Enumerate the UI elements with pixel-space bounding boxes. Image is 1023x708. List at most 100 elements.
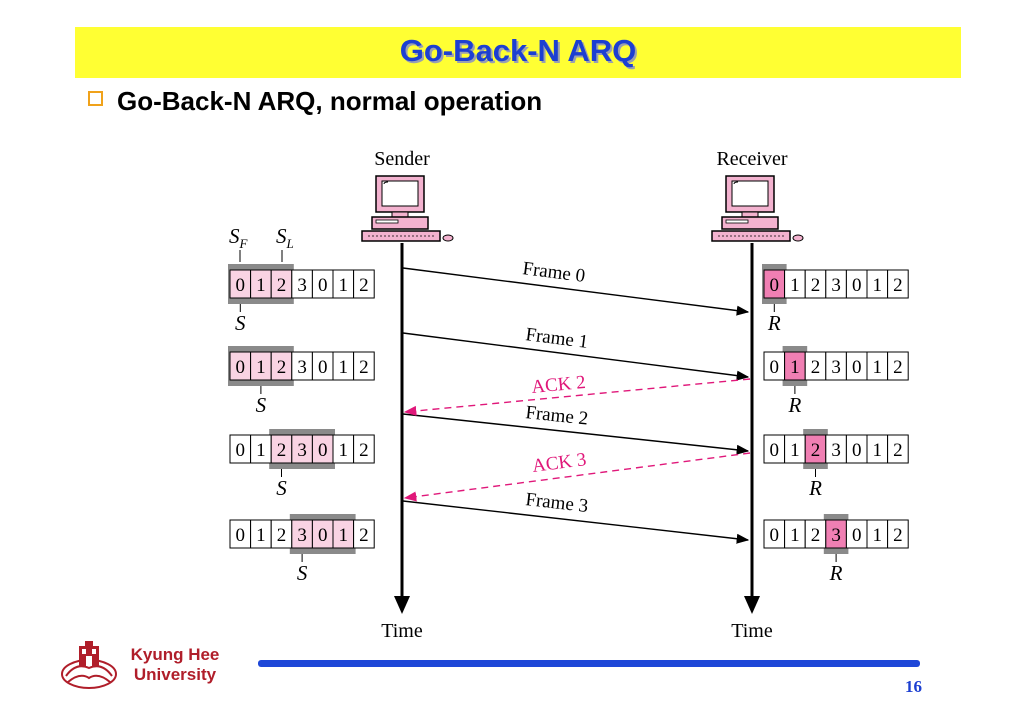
seq-number: 0 bbox=[236, 440, 246, 461]
seq-number: 0 bbox=[318, 275, 328, 296]
sender-computer-icon bbox=[361, 175, 454, 242]
seq-number: 1 bbox=[339, 440, 349, 461]
seq-number: 1 bbox=[873, 357, 883, 378]
seq-number: 2 bbox=[811, 525, 821, 546]
ack-2-label: ACK 2 bbox=[530, 372, 586, 398]
sender-time-label: Time bbox=[381, 620, 423, 642]
seq-number: 2 bbox=[277, 440, 287, 461]
seq-number: 2 bbox=[893, 440, 903, 461]
sender-label: Sender bbox=[374, 148, 430, 170]
seq-number: 1 bbox=[339, 357, 349, 378]
seq-number: 0 bbox=[770, 275, 780, 296]
receiver-time-label: Time bbox=[731, 620, 773, 642]
bullet-square-icon bbox=[88, 91, 103, 106]
seq-number: 0 bbox=[236, 275, 246, 296]
seq-number: 0 bbox=[318, 525, 328, 546]
frame-3-label: Frame 3 bbox=[524, 489, 589, 517]
seq-number: 2 bbox=[359, 357, 369, 378]
university-logo bbox=[60, 640, 118, 692]
page-number: 16 bbox=[905, 677, 922, 696]
bullet-text: Go-Back-N ARQ, normal operation bbox=[117, 86, 543, 116]
r-pointer-label: R bbox=[808, 476, 822, 500]
seq-cell bbox=[353, 269, 375, 299]
receiver-time-arrowhead bbox=[744, 596, 760, 614]
seq-number: 0 bbox=[852, 440, 862, 461]
seq-number: 2 bbox=[359, 525, 369, 546]
seq-number: 0 bbox=[770, 357, 780, 378]
seq-number: 2 bbox=[277, 275, 287, 296]
seq-number: 2 bbox=[811, 357, 821, 378]
seq-cell bbox=[353, 351, 375, 381]
seq-number: 3 bbox=[297, 357, 307, 378]
seq-number: 0 bbox=[770, 525, 780, 546]
seq-cell bbox=[887, 269, 909, 299]
r-pointer-label: R bbox=[767, 311, 781, 335]
seq-number: 2 bbox=[811, 275, 821, 296]
university-name: Kyung Hee University bbox=[120, 645, 230, 685]
s-pointer-label: S bbox=[276, 476, 287, 500]
seq-number: 3 bbox=[297, 275, 307, 296]
frame-3-arrow bbox=[402, 500, 750, 544]
ack-3-arrow bbox=[403, 452, 751, 502]
seq-number: 0 bbox=[852, 525, 862, 546]
seq-number: 2 bbox=[893, 525, 903, 546]
seq-number: 0 bbox=[236, 357, 246, 378]
frame-1-label: Frame 1 bbox=[524, 324, 589, 353]
seq-number: 3 bbox=[831, 440, 841, 461]
s-pointer-label: S bbox=[297, 561, 308, 585]
university-line-2: University bbox=[133, 665, 217, 684]
seq-number: 3 bbox=[831, 357, 841, 378]
seq-number: 1 bbox=[256, 525, 266, 546]
frame-1-arrow bbox=[402, 332, 750, 381]
seq-number: 1 bbox=[256, 357, 266, 378]
r-pointer-label: R bbox=[787, 393, 801, 417]
s-pointer-label: S bbox=[256, 393, 267, 417]
seq-cell bbox=[887, 434, 909, 464]
seq-number: 3 bbox=[831, 275, 841, 296]
frame-2-arrow bbox=[402, 413, 750, 455]
seq-number: 0 bbox=[770, 440, 780, 461]
seq-number: 2 bbox=[893, 275, 903, 296]
seq-number: 0 bbox=[318, 440, 328, 461]
seq-number: 1 bbox=[256, 440, 266, 461]
seq-number: 0 bbox=[852, 275, 862, 296]
seq-number: 2 bbox=[277, 525, 287, 546]
seq-number: 2 bbox=[277, 357, 287, 378]
seq-cell bbox=[887, 351, 909, 381]
title-bar: Go-Back-N ARQ bbox=[75, 27, 961, 78]
receiver-computer-icon bbox=[711, 175, 804, 242]
seq-number: 3 bbox=[297, 525, 307, 546]
seq-number: 1 bbox=[873, 525, 883, 546]
seq-number: 1 bbox=[873, 440, 883, 461]
seq-number: 2 bbox=[359, 440, 369, 461]
receiver-label: Receiver bbox=[716, 148, 787, 170]
sender-time-arrowhead bbox=[394, 596, 410, 614]
seq-number: 1 bbox=[790, 357, 800, 378]
seq-number: 1 bbox=[873, 275, 883, 296]
sf-label: SF bbox=[229, 224, 249, 251]
sl-label: SL bbox=[276, 224, 294, 251]
seq-number: 1 bbox=[790, 440, 800, 461]
seq-number: 2 bbox=[893, 357, 903, 378]
seq-number: 0 bbox=[852, 357, 862, 378]
slide-title: Go-Back-N ARQ bbox=[399, 33, 637, 68]
s-pointer-label: S bbox=[235, 311, 246, 335]
seq-number: 1 bbox=[790, 275, 800, 296]
seq-number: 1 bbox=[339, 275, 349, 296]
seq-number: 1 bbox=[790, 525, 800, 546]
seq-number: 1 bbox=[339, 525, 349, 546]
seq-number: 3 bbox=[831, 525, 841, 546]
seq-number: 2 bbox=[811, 440, 821, 461]
seq-number: 0 bbox=[236, 525, 246, 546]
footer-divider bbox=[258, 660, 920, 667]
ack-2-arrow bbox=[403, 378, 751, 416]
